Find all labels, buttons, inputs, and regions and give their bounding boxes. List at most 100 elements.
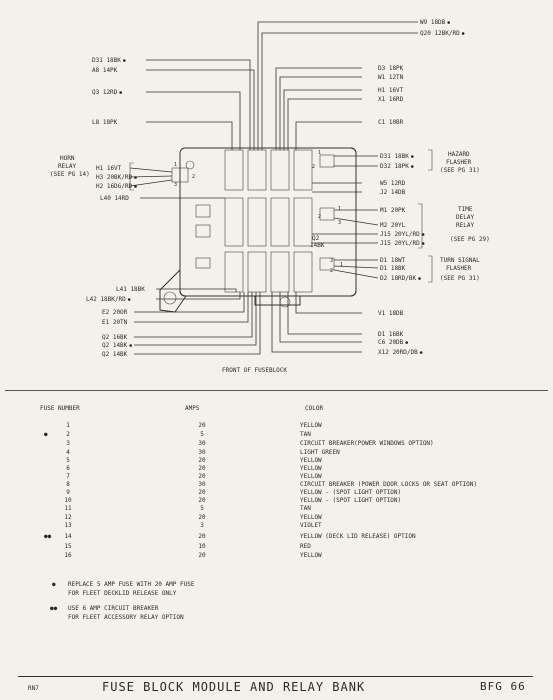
fuseblock-outline: [159, 147, 357, 313]
label-l40: L40 14RD: [100, 195, 129, 202]
label-l42: L42 18BK/RD: [86, 296, 126, 303]
tdr-wire-m2: M2 20YL: [380, 222, 406, 229]
left-wires: [129, 167, 261, 355]
turn-wire-d1-bk: D1 18BK: [380, 265, 406, 272]
footer-title: FUSE BLOCK MODULE AND RELAY BANK: [102, 680, 366, 694]
tdr-title-3: RELAY: [456, 222, 474, 229]
tdr-wire-j15-a: J15 20YL/RD: [380, 231, 420, 238]
option-dot-icon: [405, 341, 408, 344]
note-2-text: USE 6 AMP CIRCUIT BREAKER FOR FLEET ACCE…: [68, 605, 184, 621]
footer-code: RN7: [28, 685, 39, 692]
label-j2: J2 14DB: [380, 189, 406, 196]
mount-hole-top: [185, 160, 195, 170]
footer-page-number: BFG 66: [480, 680, 526, 693]
hazard-wire-d31: D31 18BK: [380, 153, 409, 160]
label-e1: E1 20TN: [102, 319, 128, 326]
label-q3: Q3 12RD: [92, 89, 118, 96]
svg-text:2: 2: [312, 164, 315, 170]
fuseblock-diagram: 1 3 2 1 2 1 2 3 3 1 2 W9 18DB Q20 12BK/R…: [50, 19, 490, 374]
tdr-wire-m1: M1 20PK: [380, 207, 406, 214]
time-delay-bracket: [418, 203, 423, 249]
label-w1: W1 12TN: [378, 74, 404, 81]
diagram-caption: FRONT OF FUSEBLOCK: [222, 367, 287, 374]
tdr-ref: (SEE PG 29): [450, 236, 490, 243]
option-dot-icon: [122, 59, 126, 62]
note-2-mark: ●●: [50, 605, 58, 612]
label-c6: C6 20DB: [378, 339, 404, 346]
label-d1-16bk: D1 16BK: [378, 331, 404, 338]
option-dot-icon: [447, 21, 450, 24]
label-x1: X1 16RD: [378, 96, 404, 103]
label-d31-left: D31 18BK: [92, 57, 121, 64]
tdr-title-1: TIME: [458, 206, 473, 213]
option-dot-icon: [461, 32, 465, 35]
label-l8: L8 18PK: [92, 119, 118, 126]
label-a8: A8 14PK: [92, 67, 118, 74]
svg-text:3: 3: [174, 182, 177, 188]
horn-wire-h1: H1 16VT: [96, 165, 122, 172]
note-1-mark: ●: [52, 581, 56, 588]
horn-wire-h3: H3 20BK/RD: [96, 174, 133, 181]
horn-bracket: [129, 162, 134, 191]
turn-title-2: FLASHER: [446, 265, 472, 272]
horn-relay-ref: (SEE PG 14): [50, 171, 90, 178]
hazard-wire-d32: D32 18PK: [380, 163, 409, 170]
footer-rule: [18, 676, 533, 677]
label-w9: W9 18DB: [420, 19, 446, 26]
option-dot-icon: [410, 165, 414, 168]
svg-text:3: 3: [330, 258, 333, 264]
label-v1: V1 18DB: [378, 310, 404, 317]
hazard-ref: (SEE PG 31): [440, 167, 480, 174]
fuse-cavities: [171, 149, 335, 293]
svg-text:1: 1: [174, 162, 177, 168]
option-dot-icon: [119, 91, 122, 94]
label-q2-14bk-b: Q2 14BK: [102, 351, 128, 358]
svg-text:2: 2: [330, 268, 333, 274]
option-dot-icon: [127, 298, 131, 301]
option-dot-icon: [129, 344, 132, 347]
horn-relay-title-1: HORN: [60, 155, 75, 162]
option-dot-icon: [419, 351, 423, 354]
label-q2-16bk: Q2 16BK: [102, 334, 128, 341]
inner-q2-2: 14BK: [310, 242, 325, 249]
horn-relay-title-2: RELAY: [58, 163, 76, 170]
section-divider: [5, 390, 548, 391]
tdr-wire-j15-b: J15 20YL/RD: [380, 240, 420, 247]
horn-wire-h2: H2 16DG/RD: [96, 183, 133, 190]
svg-text:3: 3: [338, 220, 341, 226]
label-w5: W5 12RD: [380, 180, 406, 187]
turn-ref: (SEE PG 31): [440, 275, 480, 282]
mount-hole-left: [163, 291, 177, 305]
svg-text:2: 2: [192, 174, 195, 180]
label-q2-14bk-a: Q2 14BK: [102, 342, 128, 349]
svg-text:2: 2: [318, 214, 321, 220]
turn-wire-d1-wt: D1 18WT: [380, 257, 406, 264]
label-h1-right: H1 16VT: [378, 87, 404, 94]
header-amps: AMPS: [185, 405, 200, 412]
label-c1: C1 10BR: [378, 119, 404, 126]
option-dot-icon: [421, 233, 425, 236]
inner-q2-1: Q2: [312, 235, 320, 242]
turn-title-1: TURN SIGNAL: [440, 257, 480, 264]
option-dot-icon: [410, 155, 414, 158]
option-dot-icon: [134, 176, 137, 179]
right-wires: [271, 155, 379, 353]
turn-wire-d2: D2 18RD/BK: [380, 275, 417, 282]
svg-text:1: 1: [338, 206, 341, 212]
svg-text:1: 1: [318, 150, 321, 156]
tdr-title-2: DELAY: [456, 214, 474, 221]
header-color: COLOR: [305, 405, 324, 412]
